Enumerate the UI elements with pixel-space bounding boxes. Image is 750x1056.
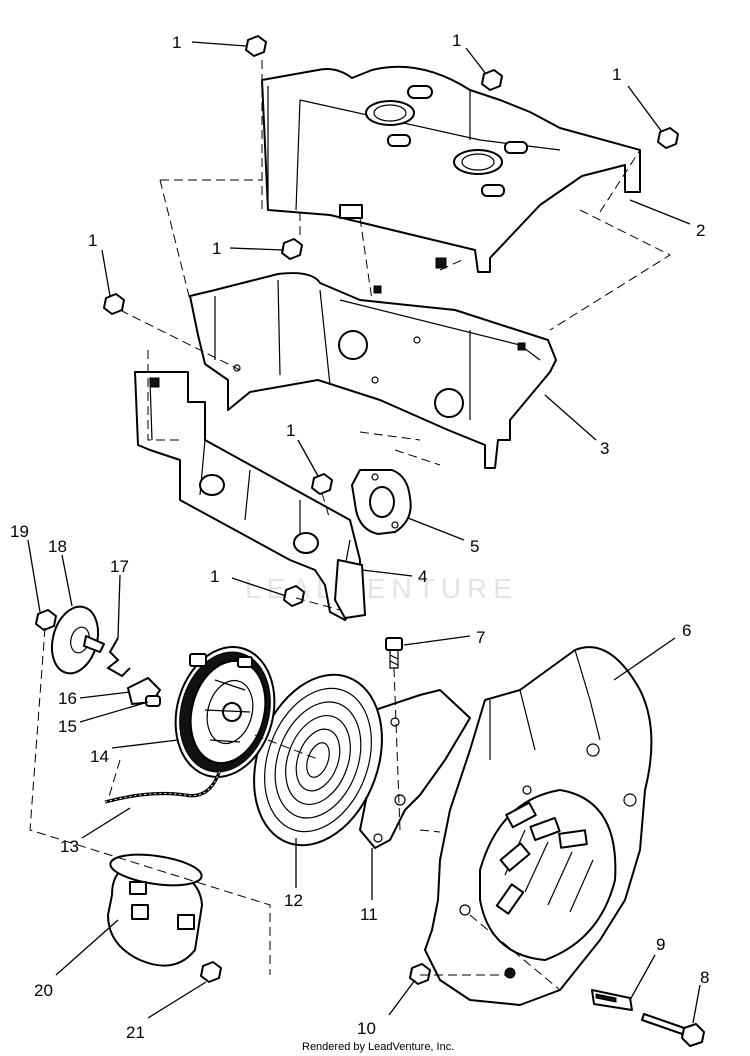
leader-lines [27, 41, 701, 1024]
callout-19: 19 [10, 522, 29, 541]
callout-17: 17 [110, 557, 129, 576]
part-14-starter-pulley [174, 646, 276, 778]
part-8-bolt [641, 1013, 705, 1047]
callout-11: 11 [360, 905, 378, 924]
callout-8: 8 [700, 968, 709, 987]
callout-1: 1 [88, 231, 97, 250]
part-2-upper-shroud [261, 65, 641, 273]
callout-12: 12 [284, 891, 303, 910]
assembly-lines [29, 60, 672, 991]
part-1-hex-nuts [103, 35, 679, 607]
callout-21: 21 [126, 1023, 145, 1042]
callout-14: 14 [90, 747, 109, 766]
callout-1: 1 [172, 33, 181, 52]
callout-18: 18 [48, 537, 67, 556]
callout-20: 20 [34, 981, 53, 1000]
callout-7: 7 [476, 628, 485, 647]
callout-6: 6 [682, 621, 691, 640]
callout-9: 9 [656, 935, 665, 954]
part-18-retainer-plate [50, 605, 105, 675]
part-17-retainer-clip [106, 637, 131, 678]
part-9-clip [591, 989, 633, 1011]
callout-16: 16 [58, 689, 77, 708]
part-7-screw [385, 637, 403, 669]
callout-3: 3 [600, 439, 609, 458]
callout-1: 1 [612, 65, 621, 84]
callout-2: 2 [696, 221, 705, 240]
part-6-blower-housing [424, 646, 653, 1006]
callout-13: 13 [60, 837, 79, 856]
part-15-spring [145, 695, 161, 707]
callout-4: 4 [418, 567, 427, 586]
part-10-nut [409, 963, 431, 985]
part-21-screw [200, 961, 222, 983]
part-5-gasket [351, 469, 412, 535]
callout-5: 5 [470, 537, 479, 556]
render-credit: Rendered by LeadVenture, Inc. [302, 1041, 454, 1053]
callout-15: 15 [58, 717, 77, 736]
part-4-base-bracket [134, 371, 366, 621]
part-20-starter-handle [107, 853, 203, 967]
callout-1: 1 [212, 239, 221, 258]
callout-1: 1 [210, 567, 219, 586]
callout-labels: 1 1 1 1 1 1 1 2 3 4 5 6 7 8 9 10 11 12 1… [10, 31, 709, 1042]
part-13-starter-rope [104, 769, 222, 804]
part-19-nut [35, 609, 57, 631]
callout-1: 1 [286, 421, 295, 440]
callout-1: 1 [452, 31, 461, 50]
part-3-lower-shroud [189, 272, 557, 469]
callout-10: 10 [357, 1019, 376, 1038]
